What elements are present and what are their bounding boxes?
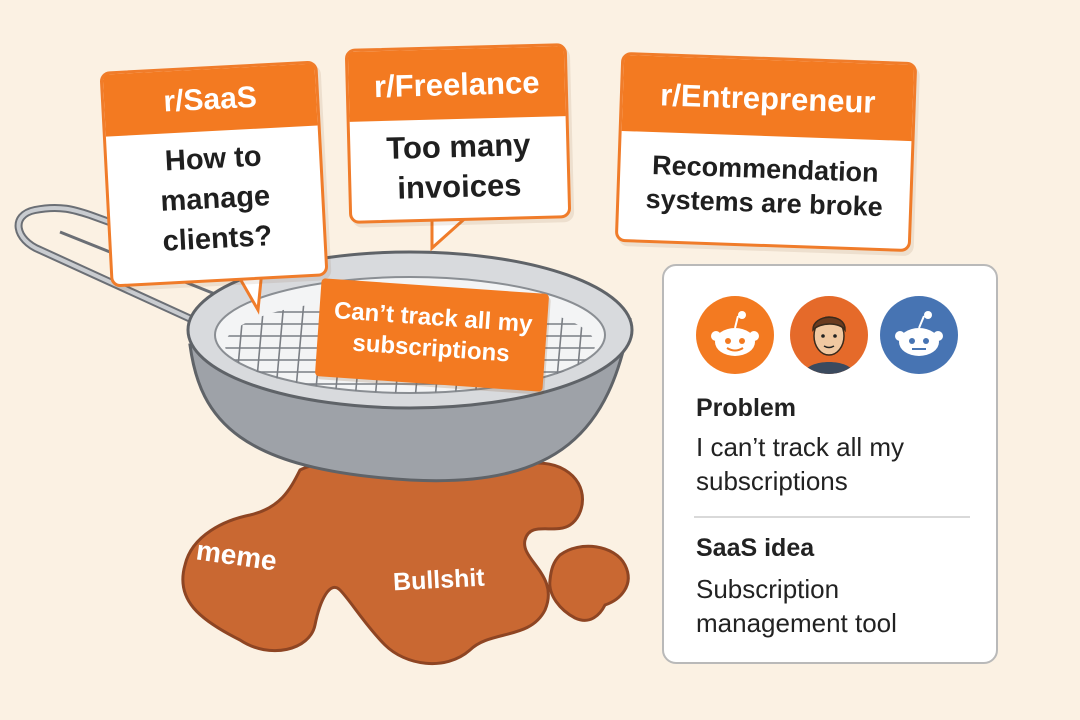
bubble-saas: r/SaaS How to manage clients? — [99, 60, 329, 288]
idea-card: Problem I can’t track all my subscriptio… — [662, 264, 998, 664]
blob-label-bullshit: Bullshit — [392, 563, 486, 597]
reddit-snoo-blue-icon — [880, 296, 958, 374]
subreddit-label: r/Freelance — [347, 46, 566, 122]
drip-blobs — [181, 453, 630, 666]
bubble-text: How to manage clients? — [159, 140, 273, 258]
subreddit-label: r/SaaS — [102, 63, 318, 137]
problem-heading: Problem — [696, 394, 797, 422]
bubble-text: Recommendation systems are broke — [645, 150, 884, 223]
reddit-snoo-orange-icon — [696, 296, 774, 374]
bubble-text: Too many invoices — [385, 127, 531, 206]
bubble-entrepreneur: r/Entrepreneur Recommendation systems ar… — [614, 51, 918, 253]
idea-heading: SaaS idea — [696, 534, 815, 562]
idea-text: Subscription management tool — [696, 574, 897, 638]
problem-text: I can’t track all my subscriptions — [696, 432, 905, 496]
bubble-freelance: r/Freelance Too many invoices — [344, 43, 572, 224]
pan-tag: Can’t track all my subscriptions — [314, 278, 550, 392]
person-avatar-icon — [790, 296, 868, 374]
divider — [694, 516, 970, 518]
subreddit-label: r/Entrepreneur — [621, 54, 915, 142]
